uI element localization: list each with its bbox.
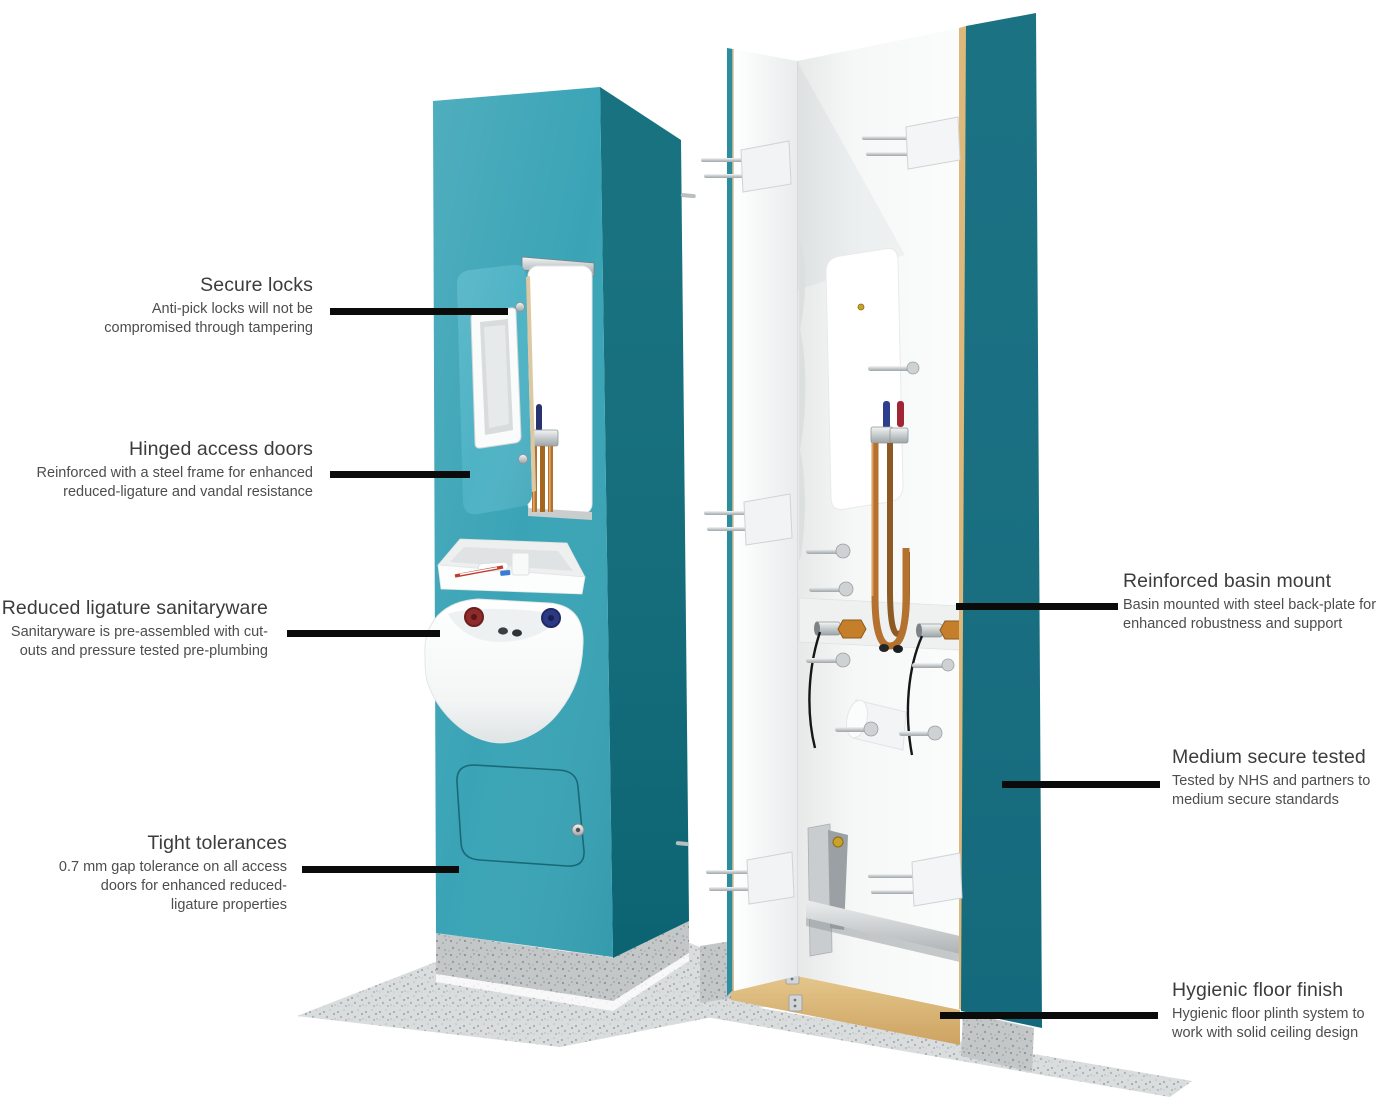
annotation-tight-tolerances: Tight tolerances 0.7 mm gap tolerance on… <box>0 832 287 915</box>
annotation-reduced-ligature-sanitaryware: Reduced ligature sanitaryware Sanitarywa… <box>0 597 268 661</box>
leader-line-medium-secure-tested <box>1002 781 1160 788</box>
annotation-body: Reinforced with a steel frame for enhanc… <box>36 465 313 501</box>
leader-line-reduced-ligature-sanitaryware <box>287 630 440 637</box>
closed-unit-skirting-front <box>436 933 613 1001</box>
annotation-title: Reduced ligature sanitaryware <box>1 597 268 619</box>
shelf <box>437 538 586 595</box>
closed-unit-skirting-side <box>613 921 689 1001</box>
grey-block-left <box>700 941 731 1003</box>
annotation-title: Medium secure tested <box>1172 746 1366 768</box>
mirror-opening <box>521 256 595 520</box>
annotation-medium-secure-tested: Medium secure tested Tested by NHS and p… <box>1172 746 1399 810</box>
door-plywood-edge <box>526 276 536 492</box>
valve-blue-handle <box>883 401 890 429</box>
fixing-pin <box>680 193 696 199</box>
isolation-valves <box>870 401 909 444</box>
annotation-body: Hygienic floor plinth system to work wit… <box>1172 1006 1365 1042</box>
mirror <box>470 307 522 449</box>
brass-lock <box>832 836 844 848</box>
door-hinge-screw <box>518 454 528 464</box>
basin <box>424 598 584 744</box>
hinged-mirror-door <box>456 264 536 515</box>
open-unit <box>700 13 1192 1097</box>
steel-rail <box>806 900 960 954</box>
leader-line-secure-locks <box>330 308 508 315</box>
basin-spout <box>512 629 522 637</box>
annotation-title: Secure locks <box>200 274 313 296</box>
open-unit-floor <box>700 998 1192 1097</box>
interior-components <box>798 240 967 962</box>
leader-line-tight-tolerances <box>302 866 459 873</box>
annotation-body: Tested by NHS and partners to medium sec… <box>1172 773 1371 809</box>
annotation-title: Reinforced basin mount <box>1123 570 1332 592</box>
hinge-column <box>799 240 806 560</box>
annotation-reinforced-basin-mount: Reinforced basin mount Basin mounted wit… <box>1123 570 1399 634</box>
leader-line-hygienic-floor-finish <box>940 1012 1158 1019</box>
copper-pipes <box>871 443 910 653</box>
lower-bracket-assembly <box>806 823 960 962</box>
open-door <box>701 48 797 996</box>
grey-block-right <box>961 1012 1034 1072</box>
cable <box>906 635 924 756</box>
annotation-title: Hygienic floor finish <box>1172 979 1344 1001</box>
open-door-teal-edge <box>727 48 733 996</box>
valve-red-handle <box>897 401 904 427</box>
annotation-title: Hinged access doors <box>129 438 313 460</box>
door-hinge-screw <box>515 302 525 312</box>
annotation-body: 0.7 mm gap tolerance on all access doors… <box>58 859 287 914</box>
brass-fitting-left <box>814 619 867 639</box>
skirting-highlight <box>436 953 689 1011</box>
fixing-pin <box>675 841 689 846</box>
cable <box>808 631 822 749</box>
annotation-hinged-access-doors: Hinged access doors Reinforced with a st… <box>13 438 313 502</box>
door-fixing-plates <box>701 140 795 905</box>
annotation-body: Basin mounted with steel back-plate for … <box>1123 597 1377 633</box>
plate-screw <box>857 303 865 311</box>
leader-line-reinforced-basin-mount <box>956 603 1118 610</box>
cup <box>511 552 530 576</box>
closed-unit <box>297 87 820 1047</box>
annotation-title: Tight tolerances <box>147 832 287 854</box>
toothbrush-head <box>500 570 511 576</box>
annotation-body: Sanitaryware is pre-assembled with cut- … <box>10 624 268 660</box>
panel-fixing-plates <box>862 116 963 907</box>
basin-spout <box>498 627 508 635</box>
annotation-body: Anti-pick locks will not be compromised … <box>104 301 313 337</box>
panel-studs <box>806 543 955 741</box>
access-panel <box>456 764 585 867</box>
annotation-hygienic-floor-finish: Hygienic floor finish Hygienic floor pli… <box>1172 979 1399 1043</box>
leader-line-hinged-access-doors <box>330 471 470 478</box>
annotation-secure-locks: Secure locks Anti-pick locks will not be… <box>13 274 313 338</box>
